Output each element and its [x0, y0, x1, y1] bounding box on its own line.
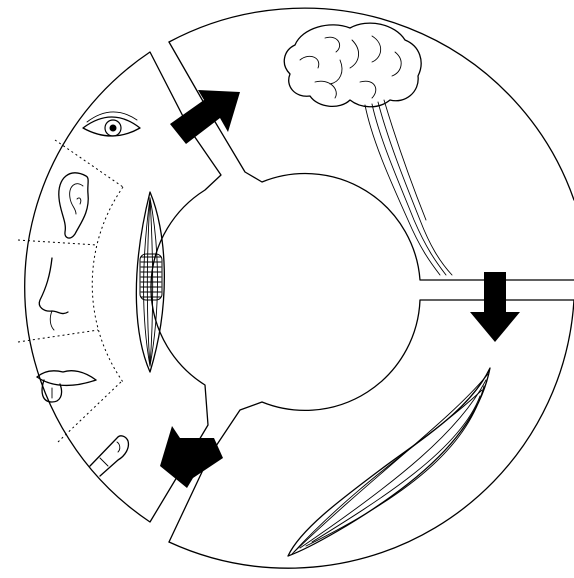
finger-icon	[90, 436, 128, 476]
muscle-spindle-icon	[136, 192, 164, 372]
nose-icon	[39, 258, 68, 330]
arrow-receptors-to-brain	[170, 90, 240, 144]
tongue-icon	[37, 371, 96, 402]
ear-icon	[59, 173, 88, 238]
arrow-brain-to-muscle	[470, 272, 520, 342]
brain-icon	[284, 23, 421, 107]
nerve-fibers-icon	[365, 100, 452, 275]
eye-icon	[83, 112, 140, 136]
arrow-muscle-to-receptors	[160, 426, 223, 488]
muscle-icon	[288, 368, 490, 556]
